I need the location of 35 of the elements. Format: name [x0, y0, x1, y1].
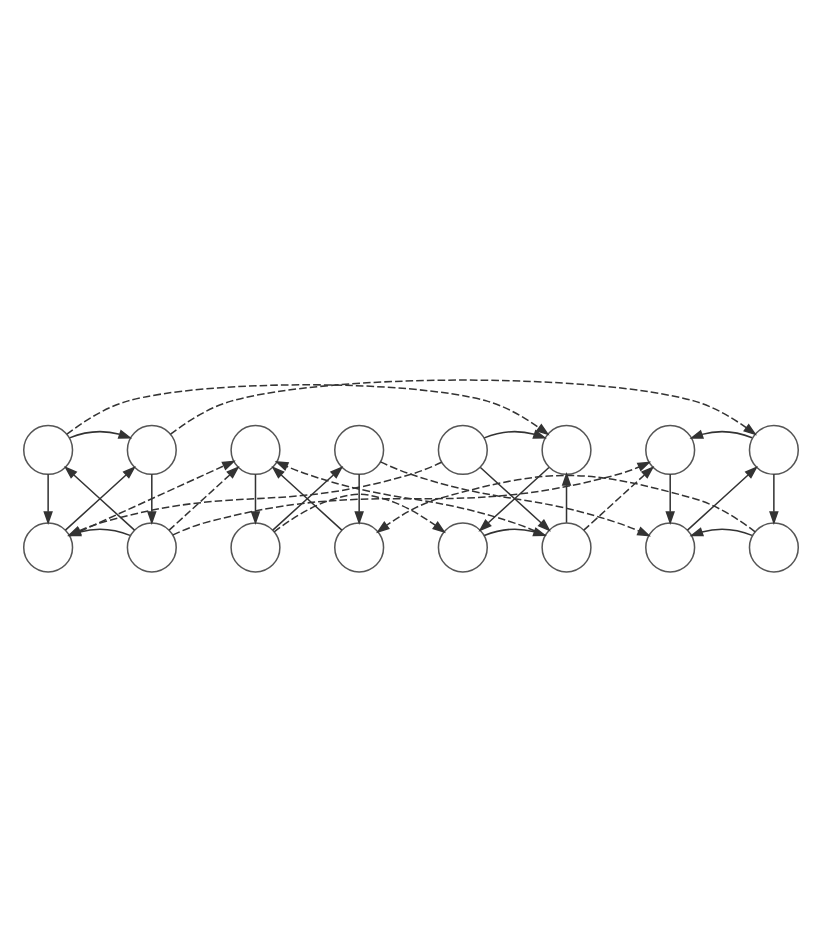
arrow	[64, 464, 136, 530]
node-circle	[541, 423, 592, 475]
node-circle	[126, 521, 177, 572]
arrow	[686, 464, 758, 530]
node-circle	[230, 521, 281, 572]
arrow	[66, 383, 550, 435]
arrow	[354, 472, 364, 524]
arrow	[169, 378, 757, 435]
arrow	[689, 428, 753, 438]
arrow	[168, 464, 240, 530]
node-circle	[22, 521, 74, 572]
node-circle	[334, 423, 385, 475]
node-circle	[334, 521, 385, 572]
node-circle	[645, 423, 696, 475]
node-circle	[748, 423, 799, 475]
node-circle	[748, 521, 799, 572]
arrow	[769, 472, 779, 524]
arrow	[250, 472, 261, 524]
arrow	[376, 473, 756, 533]
arrow	[665, 472, 675, 524]
node-circle	[437, 423, 488, 475]
node-circle	[22, 423, 74, 475]
node-circle	[645, 521, 696, 572]
node-circle	[126, 423, 177, 475]
arrow	[68, 428, 133, 438]
arrow	[273, 492, 446, 533]
arrow	[483, 428, 547, 438]
arrow	[583, 464, 655, 530]
node-circle	[230, 423, 281, 475]
arrow	[147, 472, 157, 524]
arrow	[43, 472, 53, 524]
node-circle	[437, 521, 488, 572]
node-circle	[541, 521, 592, 572]
arrow	[689, 526, 753, 536]
arrow	[561, 471, 572, 523]
